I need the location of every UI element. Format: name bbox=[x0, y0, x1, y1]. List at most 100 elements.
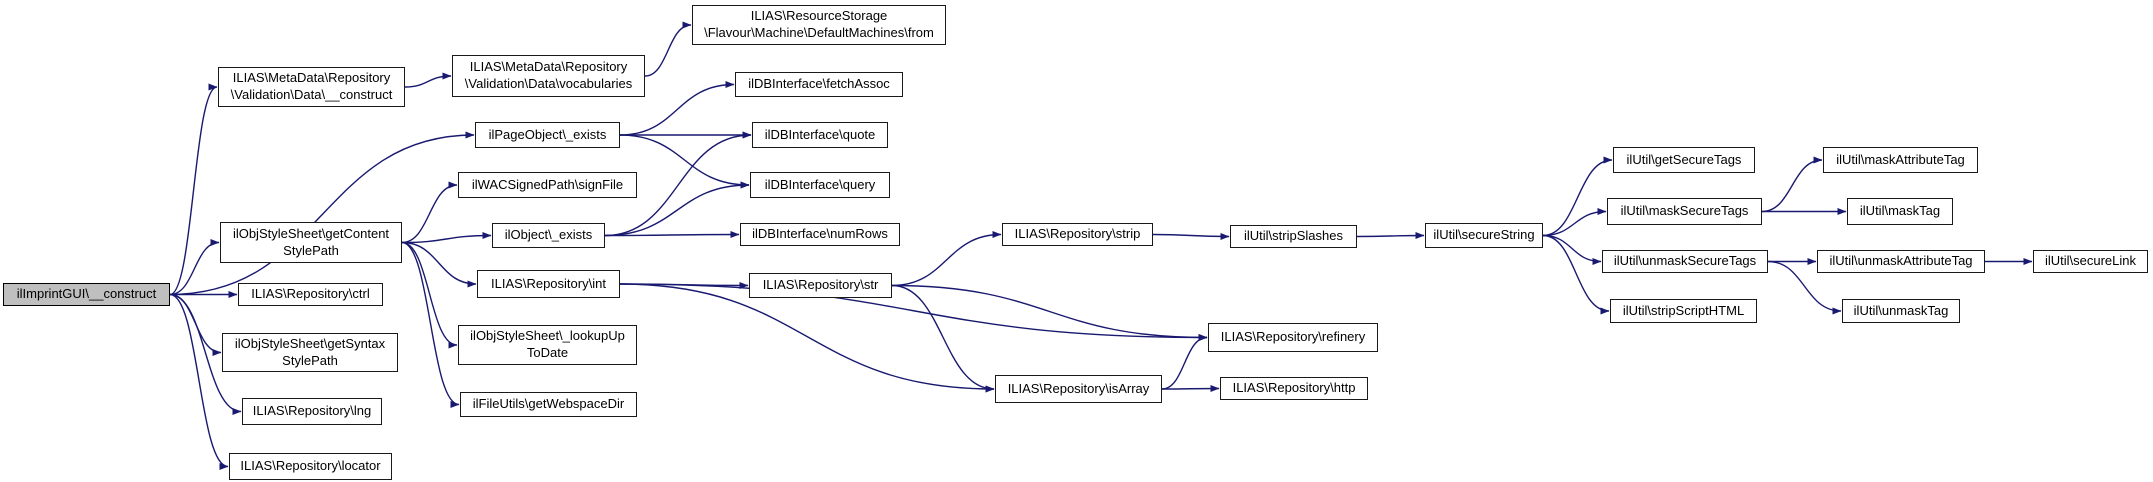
node-numRows[interactable]: ilDBInterface\numRows bbox=[740, 223, 900, 246]
node-label-line: ilPageObject\_exists bbox=[488, 126, 607, 142]
edge-str-strip bbox=[891, 231, 1002, 287]
node-from[interactable]: ILIAS\ResourceStorage\Flavour\Machine\De… bbox=[692, 5, 946, 45]
node-fetchAssoc[interactable]: ilDBInterface\fetchAssoc bbox=[735, 72, 903, 97]
node-label-line: StylePath bbox=[282, 352, 338, 368]
edge-pageExists-fetchAssoc bbox=[619, 81, 735, 136]
node-signFile[interactable]: ilWACSignedPath\signFile bbox=[458, 172, 637, 198]
node-isArray[interactable]: ILIAS\Repository\isArray bbox=[995, 375, 1162, 403]
node-label-line: ToDate bbox=[526, 345, 569, 360]
node-pageExists[interactable]: ilPageObject\_exists bbox=[475, 122, 620, 148]
edge-root-pageExists bbox=[169, 131, 475, 296]
node-label-line: ilDBInterface\query bbox=[764, 176, 876, 192]
edge-int-refinery bbox=[619, 283, 1208, 341]
node-label-line: ilImprintGUI\__construct bbox=[16, 286, 157, 302]
node-root[interactable]: ilImprintGUI\__construct bbox=[3, 283, 170, 306]
node-refinery[interactable]: ILIAS\Repository\refinery bbox=[1208, 323, 1378, 352]
node-label-line: ilUtil\stripSlashes bbox=[1244, 228, 1343, 244]
node-http[interactable]: ILIAS\Repository\http bbox=[1220, 377, 1368, 400]
node-stripScriptHTML[interactable]: ilUtil\stripScriptHTML bbox=[1610, 299, 1757, 323]
edge-str-isArray bbox=[891, 284, 995, 393]
edge-secureString-maskSecureTags bbox=[1542, 208, 1607, 237]
node-label-line: ilFileUtils\getWebspaceDir bbox=[472, 396, 625, 412]
node-query[interactable]: ilDBInterface\query bbox=[750, 172, 890, 198]
edge-mdConstruct-vocabularies bbox=[404, 72, 452, 88]
node-objExists[interactable]: ilObject\_exists bbox=[492, 223, 605, 248]
node-label-line: ILIAS\Repository\strip bbox=[1014, 226, 1141, 242]
node-label-line: \Validation\Data\vocabularies bbox=[464, 76, 633, 91]
edge-secureString-getSecureTags bbox=[1542, 156, 1613, 237]
edge-root-lng bbox=[169, 293, 242, 415]
node-label-line: \Validation\Data\__construct bbox=[230, 87, 393, 102]
node-str[interactable]: ILIAS\Repository\str bbox=[749, 273, 892, 298]
edge-contentStylePath-getWebspaceDir bbox=[401, 241, 460, 408]
edge-contentStylePath-signFile bbox=[401, 181, 458, 244]
node-secureString[interactable]: ilUtil\secureString bbox=[1425, 223, 1543, 248]
node-label-line: ilDBInterface\fetchAssoc bbox=[748, 76, 890, 92]
node-vocabularies[interactable]: ILIAS\MetaData\Repository\Validation\Dat… bbox=[452, 55, 645, 97]
edge-secureString-unmaskSecureTags bbox=[1542, 234, 1602, 265]
edge-contentStylePath-objExists bbox=[401, 232, 492, 244]
edge-contentStylePath-int bbox=[401, 241, 477, 288]
node-label-line: ilObjStyleSheet\_lookupUp bbox=[470, 328, 625, 344]
node-locator[interactable]: ILIAS\Repository\locator bbox=[229, 453, 392, 480]
node-getSecureTags[interactable]: ilUtil\getSecureTags bbox=[1613, 147, 1755, 173]
edge-maskSecureTags-maskAttributeTag bbox=[1761, 156, 1823, 213]
node-label-line: ilUtil\secureString bbox=[1433, 227, 1535, 243]
node-unmaskAttributeTag[interactable]: ilUtil\unmaskAttributeTag bbox=[1817, 250, 1985, 273]
node-unmaskSecureTags[interactable]: ilUtil\unmaskSecureTags bbox=[1602, 250, 1768, 273]
node-maskSecureTags[interactable]: ilUtil\maskSecureTags bbox=[1607, 198, 1762, 225]
edge-objExists-query bbox=[604, 181, 750, 237]
node-ctrl[interactable]: ILIAS\Repository\ctrl bbox=[238, 283, 383, 306]
node-strip[interactable]: ILIAS\Repository\strip bbox=[1002, 223, 1153, 246]
node-label-line: ilObject\_exists bbox=[504, 227, 593, 243]
node-secureLink[interactable]: ilUtil\secureLink bbox=[2033, 250, 2148, 273]
node-label-line: ILIAS\ResourceStorage bbox=[750, 8, 888, 24]
edge-pageExists-query bbox=[619, 134, 750, 189]
edge-secureString-stripScriptHTML bbox=[1542, 234, 1610, 315]
node-label-line: ILIAS\Repository\isArray bbox=[1007, 380, 1150, 396]
node-label-line: \Flavour\Machine\DefaultMachines\from bbox=[704, 25, 934, 40]
node-quote[interactable]: ilDBInterface\quote bbox=[752, 122, 888, 148]
node-label-line: ilUtil\maskTag bbox=[1859, 203, 1941, 219]
edge-objExists-quote bbox=[604, 131, 752, 237]
node-label-line: ilUtil\getSecureTags bbox=[1626, 151, 1742, 167]
edge-vocabularies-from bbox=[644, 21, 692, 77]
node-label-line: ilUtil\unmaskAttributeTag bbox=[1829, 253, 1973, 269]
node-label-line: ILIAS\MetaData\Repository bbox=[232, 70, 391, 86]
node-unmaskTag[interactable]: ilUtil\unmaskTag bbox=[1842, 299, 1960, 323]
edge-isArray-refinery bbox=[1161, 334, 1208, 390]
node-label-line: ilWACSignedPath\signFile bbox=[471, 176, 624, 192]
node-label-line: ilDBInterface\quote bbox=[764, 126, 876, 142]
node-mdConstruct[interactable]: ILIAS\MetaData\Repository\Validation\Dat… bbox=[218, 67, 405, 107]
node-int[interactable]: ILIAS\Repository\int bbox=[477, 270, 620, 298]
node-getWebspaceDir[interactable]: ilFileUtils\getWebspaceDir bbox=[460, 392, 637, 417]
node-label-line: ILIAS\Repository\refinery bbox=[1220, 329, 1366, 345]
node-label-line: ilUtil\maskSecureTags bbox=[1620, 203, 1749, 219]
node-label-line: ILIAS\Repository\locator bbox=[240, 458, 381, 474]
edge-isArray-http bbox=[1161, 385, 1220, 393]
node-label-line: ilUtil\unmaskSecureTags bbox=[1613, 253, 1757, 269]
edge-root-contentStylePath bbox=[169, 239, 220, 296]
edge-int-isArray bbox=[619, 283, 995, 393]
node-stripSlashes[interactable]: ilUtil\stripSlashes bbox=[1230, 225, 1357, 248]
node-maskAttributeTag[interactable]: ilUtil\maskAttributeTag bbox=[1823, 147, 1978, 173]
node-label-line: ILIAS\Repository\http bbox=[1232, 380, 1356, 396]
node-label-line: ilObjStyleSheet\getSyntax bbox=[234, 335, 386, 351]
node-label-line: ilDBInterface\numRows bbox=[752, 226, 888, 242]
edge-root-locator bbox=[169, 293, 229, 470]
edge-unmaskSecureTags-unmaskTag bbox=[1767, 260, 1842, 315]
node-label-line: StylePath bbox=[283, 242, 339, 258]
node-label-line: ILIAS\Repository\str bbox=[762, 277, 879, 293]
node-label-line: ILIAS\Repository\ctrl bbox=[251, 286, 370, 302]
node-label-line: ilObjStyleSheet\getContent bbox=[232, 225, 390, 241]
node-lng[interactable]: ILIAS\Repository\lng bbox=[242, 398, 382, 425]
edge-str-refinery bbox=[891, 284, 1208, 341]
node-label-line: ilUtil\maskAttributeTag bbox=[1836, 151, 1965, 167]
node-maskTag[interactable]: ilUtil\maskTag bbox=[1847, 198, 1953, 225]
node-label-line: ilUtil\stripScriptHTML bbox=[1622, 302, 1745, 318]
